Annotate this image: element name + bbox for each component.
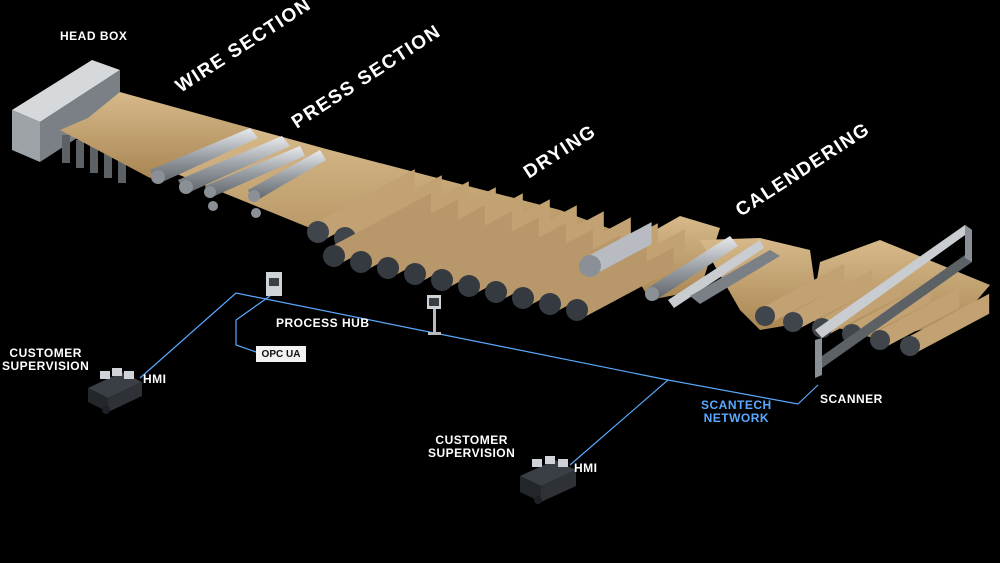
calender-roll-0-body	[765, 263, 845, 326]
scanner-kiosk	[427, 295, 441, 335]
dryer-bottom-0-body	[334, 193, 431, 267]
label-customer-supervision-1: CUSTOMER SUPERVISION	[2, 347, 89, 373]
dryer-bottom-6-body	[496, 229, 593, 303]
dryer-bottom-0-end	[323, 245, 345, 267]
calender-roll-4-end	[870, 330, 890, 350]
calender-roll-5-body	[910, 293, 990, 356]
label-hmi-1: HMI	[143, 372, 167, 386]
opc-ua-logo: OPC UA	[256, 346, 306, 362]
dryer-bottom-4-end	[431, 269, 453, 291]
label-process-hub: PROCESS HUB	[276, 316, 370, 330]
label-customer-supervision-2: CUSTOMER SUPERVISION	[428, 434, 515, 460]
dryer-bottom-5-body	[469, 223, 566, 297]
dryer-bottom-8-body	[550, 241, 647, 315]
dryer-top-0-end	[307, 221, 329, 243]
dryer-bottom-6-end	[485, 281, 507, 303]
calender-roll-1-body	[793, 269, 873, 332]
dryer-top-0-body	[318, 169, 415, 243]
label-network: NETWORK	[703, 411, 770, 425]
hmi-workstation-2	[520, 456, 576, 504]
network-lines	[139, 292, 819, 466]
calender-roll-1-end	[783, 312, 803, 332]
dryer-bottom-1-body	[361, 199, 458, 273]
dryer-bottom-3-end	[404, 263, 426, 285]
calender-roll-5-end	[900, 336, 920, 356]
label-customer-1: CUSTOMER	[9, 346, 82, 360]
dryer-bottom-9-end	[566, 299, 588, 321]
label-scanner: SCANNER	[820, 392, 883, 406]
process-hub-cabinet	[266, 272, 282, 296]
head-box	[12, 60, 126, 183]
hmi-workstation-1	[88, 368, 142, 414]
label-supervision-2: SUPERVISION	[428, 446, 516, 460]
label-supervision-1: SUPERVISION	[2, 359, 90, 373]
drying-cylinders	[307, 169, 685, 321]
calender-roll-4-body	[880, 287, 960, 350]
dryer-steel-roll-end	[579, 255, 601, 277]
label-scantech: SCANTECH	[701, 398, 772, 412]
dryer-bottom-3-body	[415, 211, 512, 285]
dryer-bottom-7-end	[512, 287, 534, 309]
wire-press-rolls	[150, 128, 326, 218]
dryer-bottom-2-body	[388, 205, 485, 279]
scanner-frame	[815, 225, 972, 378]
label-scantech-network: SCANTECH NETWORK	[701, 399, 772, 425]
label-customer-2: CUSTOMER	[435, 433, 508, 447]
label-head-box: HEAD BOX	[60, 29, 128, 43]
calender-roll-0-end	[755, 306, 775, 326]
dryer-steel-roll-body	[590, 222, 652, 277]
dryer-bottom-2-end	[377, 257, 399, 279]
dryer-bottom-1-end	[350, 251, 372, 273]
dryer-bottom-9-body	[577, 247, 674, 321]
dryer-bottom-8-end	[539, 293, 561, 315]
dryer-bottom-5-end	[458, 275, 480, 297]
dryer-bottom-4-body	[442, 217, 539, 291]
label-hmi-2: HMI	[574, 461, 598, 475]
